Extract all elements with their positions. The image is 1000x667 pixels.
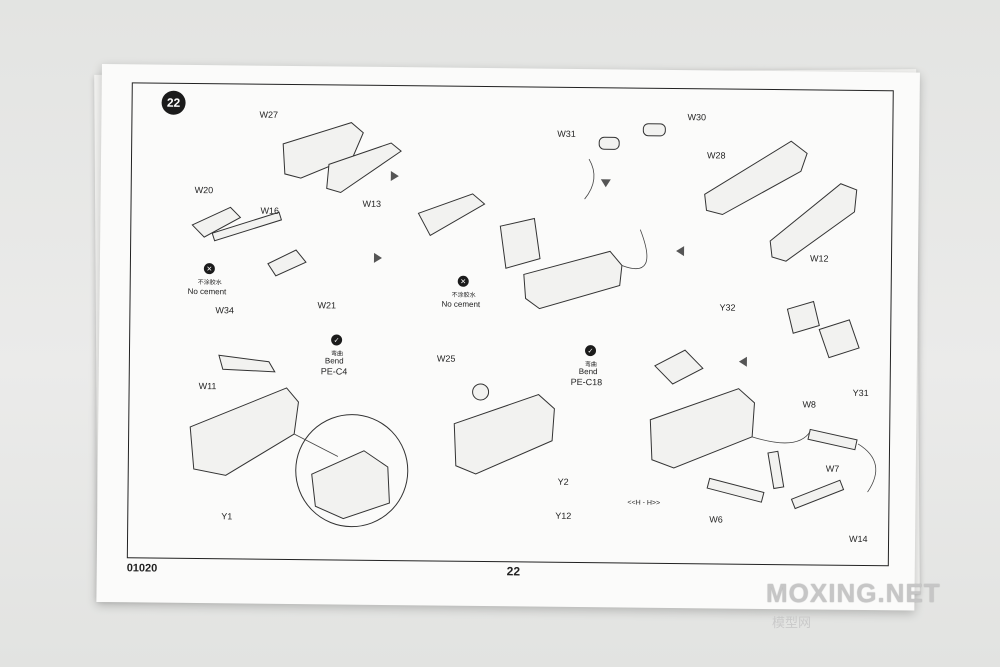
flow-arrow-icon — [676, 246, 685, 257]
part-label: W21 — [317, 300, 337, 311]
no-glue-icon: ✕ — [457, 275, 469, 287]
no-glue-icon: ✕ — [203, 263, 215, 275]
part-label: W20 — [194, 184, 214, 196]
bend-check-icon: ✓ — [584, 345, 597, 357]
watermark-cn: 模型网 — [772, 616, 812, 631]
no-cement-cn: 不涂胶水 — [197, 280, 222, 287]
part-label: W25 — [436, 353, 456, 364]
flow-arrow-icon — [738, 356, 747, 367]
part-label: W34 — [215, 305, 234, 316]
bend-en: Bend — [324, 356, 344, 366]
part-label: Y1 — [221, 511, 233, 522]
part-label: W7 — [825, 463, 840, 474]
part-label: Y2 — [557, 476, 569, 487]
part-label: W13 — [362, 198, 382, 209]
part-label: W27 — [259, 109, 279, 120]
part-label: W6 — [709, 514, 723, 525]
bend-en: Bend — [578, 367, 598, 377]
page-number: 22 — [506, 564, 521, 579]
part-label: W31 — [557, 128, 576, 139]
part-label: W11 — [198, 381, 217, 392]
no-cement-en: No cement — [187, 286, 227, 297]
no-cement-en: No cement — [441, 299, 481, 309]
part-label: W14 — [849, 533, 868, 545]
flow-arrow-icon — [600, 179, 611, 188]
booklet-code: 01020 — [126, 562, 158, 575]
part-label: Y12 — [555, 510, 572, 521]
flow-arrow-icon — [373, 252, 383, 263]
no-cement-cn: 不涂胶水 — [451, 292, 476, 299]
section-label: <<H - H>> — [627, 499, 661, 507]
watermark-brand: MOXING.NET — [766, 578, 941, 608]
part-label: Y31 — [852, 387, 869, 399]
part-label: W30 — [687, 112, 707, 123]
assembly-drawings — [189, 122, 877, 528]
part-label: W16 — [260, 205, 280, 216]
pe-part-label: PE-C18 — [570, 376, 603, 388]
bend-check-icon: ✓ — [331, 334, 343, 346]
part-label: W8 — [802, 399, 817, 410]
instruction-sheet: 22 — [96, 64, 920, 611]
pe-part-label: PE-C4 — [320, 366, 348, 377]
part-label: Y32 — [719, 302, 736, 313]
part-label: W28 — [707, 150, 726, 161]
part-label: W12 — [809, 253, 829, 264]
flow-arrow-icon — [390, 171, 399, 182]
